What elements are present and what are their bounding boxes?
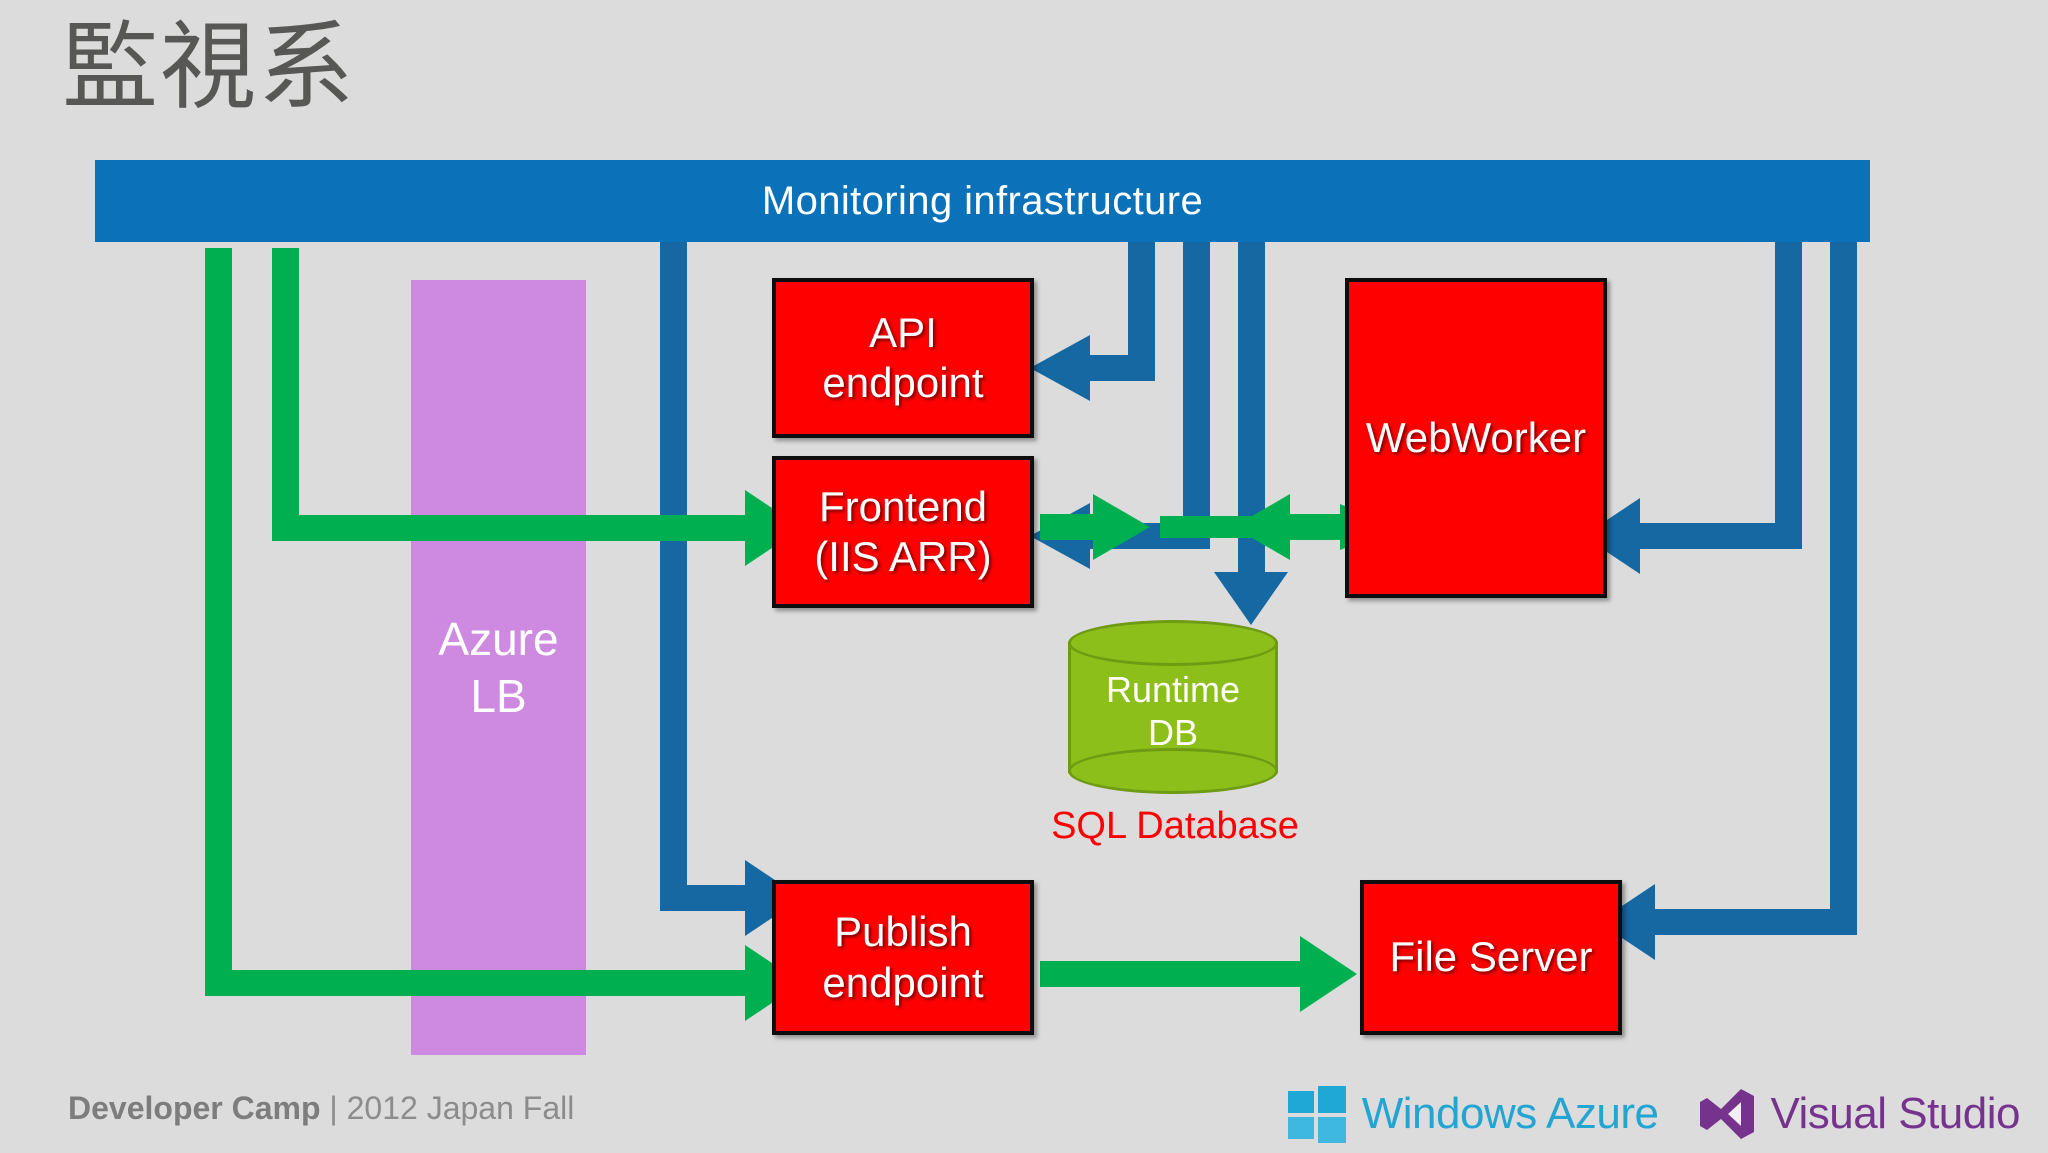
arrow-monitoring-to-api: [1030, 235, 1155, 401]
node-file-server-label: File Server: [1389, 933, 1593, 981]
visual-studio-infinity-icon: [1700, 1089, 1755, 1139]
node-webworker-label: WebWorker: [1365, 413, 1587, 461]
footer-brand-bold: Developer Camp: [68, 1090, 321, 1126]
node-publish-endpoint-label: Publish endpoint: [822, 908, 984, 1006]
database-label: Runtime DB: [1105, 669, 1241, 754]
windows-flag-icon: [1287, 1086, 1346, 1143]
database-bottom-ellipse: [1068, 748, 1278, 794]
node-api-endpoint[interactable]: API endpoint: [772, 278, 1034, 438]
page-title: 監視系: [62, 11, 356, 123]
node-api-endpoint-label: API endpoint: [822, 308, 984, 406]
database-cylinder[interactable]: Runtime DB: [1068, 620, 1278, 795]
footer-brand: Developer Camp | 2012 Japan Fall: [68, 1090, 574, 1127]
arrow-monitoring-to-database: [1214, 235, 1288, 625]
arrow-traffic-to-frontend: [272, 248, 802, 566]
arrow-monitoring-to-fileserver: [1598, 235, 1857, 960]
footer-logos: Windows Azure Visual Studio: [1286, 1083, 2020, 1145]
node-frontend-label: Frontend (IIS ARR): [814, 482, 992, 580]
banner-label: Monitoring infrastructure: [761, 178, 1204, 223]
arrow-monitoring-to-publish: [660, 235, 802, 936]
azure-load-balancer: Azure LB: [411, 280, 586, 1055]
arrow-monitoring-to-webworker: [1583, 235, 1802, 574]
azure-lb-label: Azure LB: [438, 613, 559, 722]
arrow-traffic-frontend-webworker: [1040, 494, 1397, 560]
visual-studio-logo: Visual Studio: [1698, 1085, 2020, 1143]
windows-azure-logo-text: Windows Azure: [1361, 1089, 1659, 1138]
node-publish-endpoint[interactable]: Publish endpoint: [772, 880, 1034, 1035]
footer-brand-rest: | 2012 Japan Fall: [320, 1090, 575, 1126]
database-top-ellipse: [1068, 620, 1278, 666]
node-webworker[interactable]: WebWorker: [1345, 278, 1607, 598]
database-caption: SQL Database: [1051, 805, 1299, 847]
monitoring-infrastructure-banner: Monitoring infrastructure: [95, 160, 1870, 242]
node-frontend[interactable]: Frontend (IIS ARR): [772, 456, 1034, 608]
node-file-server[interactable]: File Server: [1360, 880, 1622, 1035]
windows-azure-logo: Windows Azure: [1286, 1083, 1659, 1145]
visual-studio-logo-text: Visual Studio: [1770, 1089, 2020, 1138]
arrow-traffic-publish-fileserver: [1040, 936, 1357, 1012]
